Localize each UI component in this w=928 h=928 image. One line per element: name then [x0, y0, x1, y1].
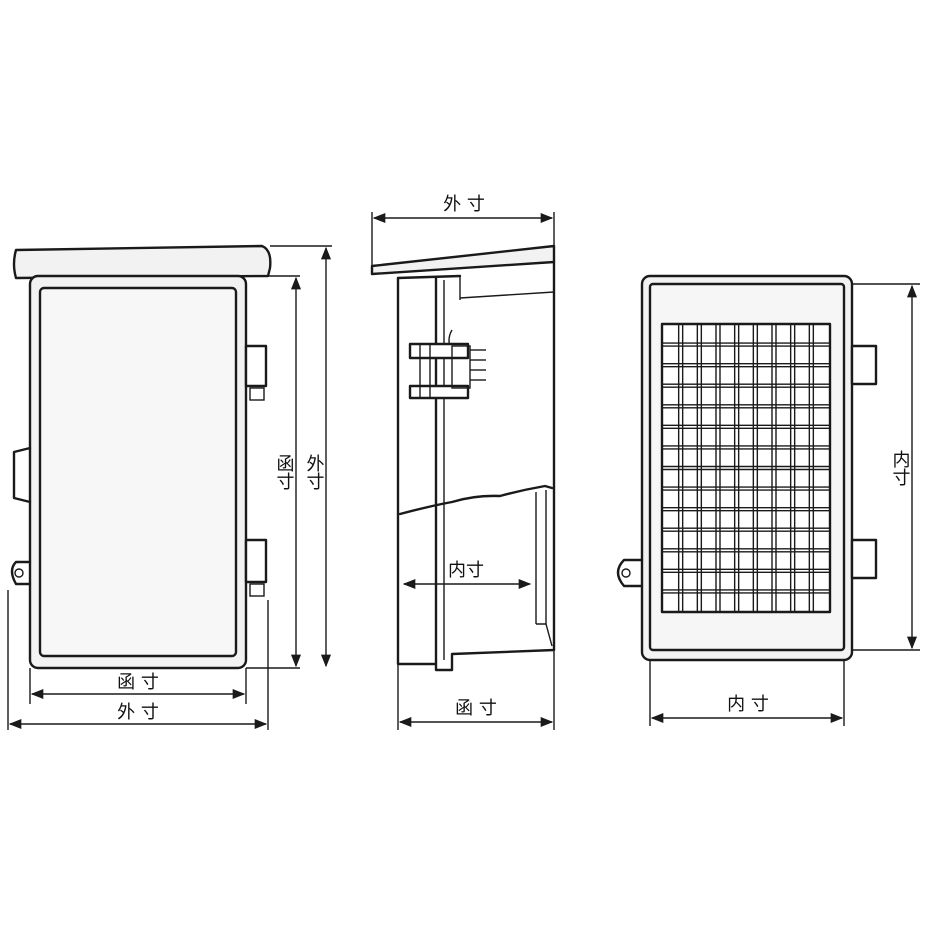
front-hinge-top: [244, 344, 268, 401]
front-mounting-tab: [10, 560, 32, 586]
front-outer-height-label: 外寸: [304, 454, 325, 490]
side-outer-dim-label: 外 寸: [443, 194, 485, 215]
grid-frame: [660, 322, 832, 614]
front-box-height-label: 函寸: [274, 454, 295, 490]
side-view: 外 寸 内寸 函 寸: [370, 194, 556, 730]
front-latch: [12, 446, 32, 504]
front-hinge-bottom: [244, 538, 268, 597]
back-view: 内寸 内 寸: [616, 274, 920, 726]
front-view: 函 寸 外 寸 函寸 外寸: [7, 244, 332, 730]
side-cutaway: [398, 484, 554, 516]
side-box-dim-label: 函 寸: [455, 698, 497, 719]
back-inner-width-label: 内 寸: [727, 694, 769, 715]
side-inner-dim-label: 内寸: [448, 560, 484, 581]
back-hinge-bottom: [850, 538, 878, 580]
side-hood: [370, 244, 556, 276]
front-box-width-label: 函 寸: [117, 672, 159, 693]
back-mounting-tab: [616, 558, 644, 588]
side-box-body: [396, 260, 556, 672]
side-hinge: [408, 342, 486, 400]
front-hood: [12, 244, 272, 280]
front-outer-width-label: 外 寸: [117, 702, 159, 723]
front-door-window: [38, 286, 238, 658]
back-hinge-top: [850, 344, 878, 386]
back-inner-height-label: 内寸: [890, 450, 911, 486]
mounting-plate-grid: [660, 322, 832, 614]
